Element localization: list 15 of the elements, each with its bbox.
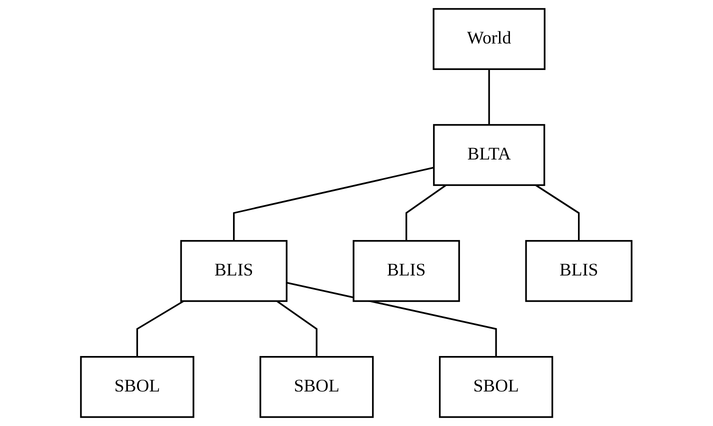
connector [233, 166, 434, 241]
connector [406, 184, 447, 241]
node-box: BLIS [352, 240, 460, 302]
node-box: SBOL [439, 356, 554, 418]
node-box: SBOL [260, 356, 374, 418]
connector [136, 300, 184, 357]
node-box: BLIS [180, 240, 288, 302]
node-box: SBOL [80, 356, 195, 418]
node-box: World [432, 8, 546, 70]
node-box: BLIS [525, 240, 633, 302]
connector [286, 282, 498, 357]
connector [276, 300, 318, 357]
connector [535, 184, 580, 241]
connector [488, 69, 490, 125]
node-box: BLTA [433, 124, 546, 186]
